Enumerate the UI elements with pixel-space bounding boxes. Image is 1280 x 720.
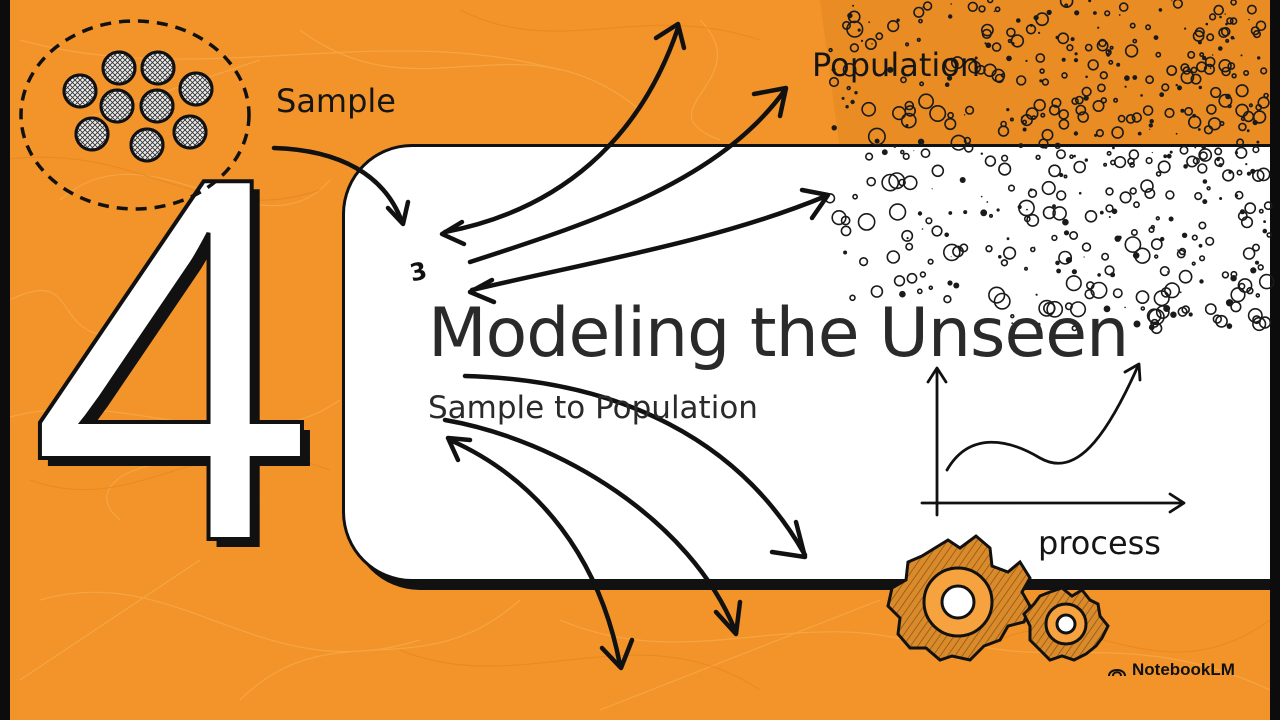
- section-number: 4: [26, 69, 319, 650]
- letterbox-right: [1270, 0, 1280, 720]
- logo-text: NotebookLM: [1132, 660, 1235, 679]
- notebooklm-logo: NotebookLM: [1108, 660, 1235, 680]
- slide-subtitle: Sample to Population: [428, 390, 758, 426]
- notebooklm-logo-icon: [1108, 669, 1126, 677]
- population-label: Population: [812, 46, 981, 84]
- sample-label: Sample: [276, 82, 396, 120]
- letterbox-left: [0, 0, 10, 720]
- slide-title: Modeling the Unseen: [428, 294, 1129, 373]
- process-label: process: [1038, 524, 1161, 562]
